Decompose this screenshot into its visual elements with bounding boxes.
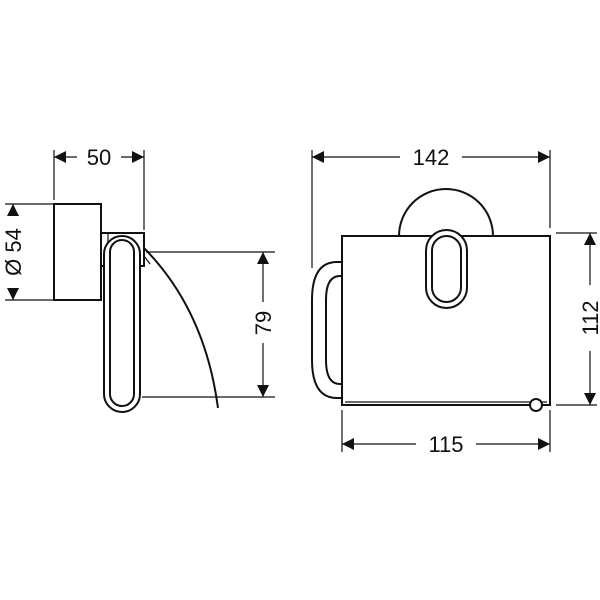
paper-cover-flap bbox=[143, 247, 219, 409]
dim-label-drop-height: 79 bbox=[251, 311, 276, 335]
dim-front-width-total: 142 bbox=[311, 145, 551, 268]
dim-label-diameter: Ø 54 bbox=[1, 228, 26, 276]
dim-label-front-width-total: 142 bbox=[413, 145, 450, 170]
wall-rosette bbox=[397, 188, 495, 237]
side-view bbox=[53, 203, 219, 413]
dim-front-width-cover: 115 bbox=[341, 410, 551, 457]
arm-slot-inner bbox=[431, 235, 462, 303]
dim-label-front-height: 112 bbox=[578, 300, 600, 335]
dim-side-width: 50 bbox=[53, 145, 145, 230]
dim-label-side-width: 50 bbox=[87, 145, 111, 170]
wall-mount-block bbox=[53, 203, 102, 301]
dim-label-front-width-cover: 115 bbox=[428, 432, 463, 457]
front-view bbox=[311, 188, 551, 412]
holder-arm-inner bbox=[109, 239, 135, 407]
dim-diameter: Ø 54 bbox=[1, 203, 54, 301]
cover-hinge-knob bbox=[529, 398, 543, 412]
paper-roll-loop-inner bbox=[325, 275, 346, 385]
paper-cover-flap-inner bbox=[143, 255, 151, 265]
dim-front-height: 112 bbox=[556, 232, 600, 406]
dim-drop-height: 79 bbox=[142, 251, 276, 398]
